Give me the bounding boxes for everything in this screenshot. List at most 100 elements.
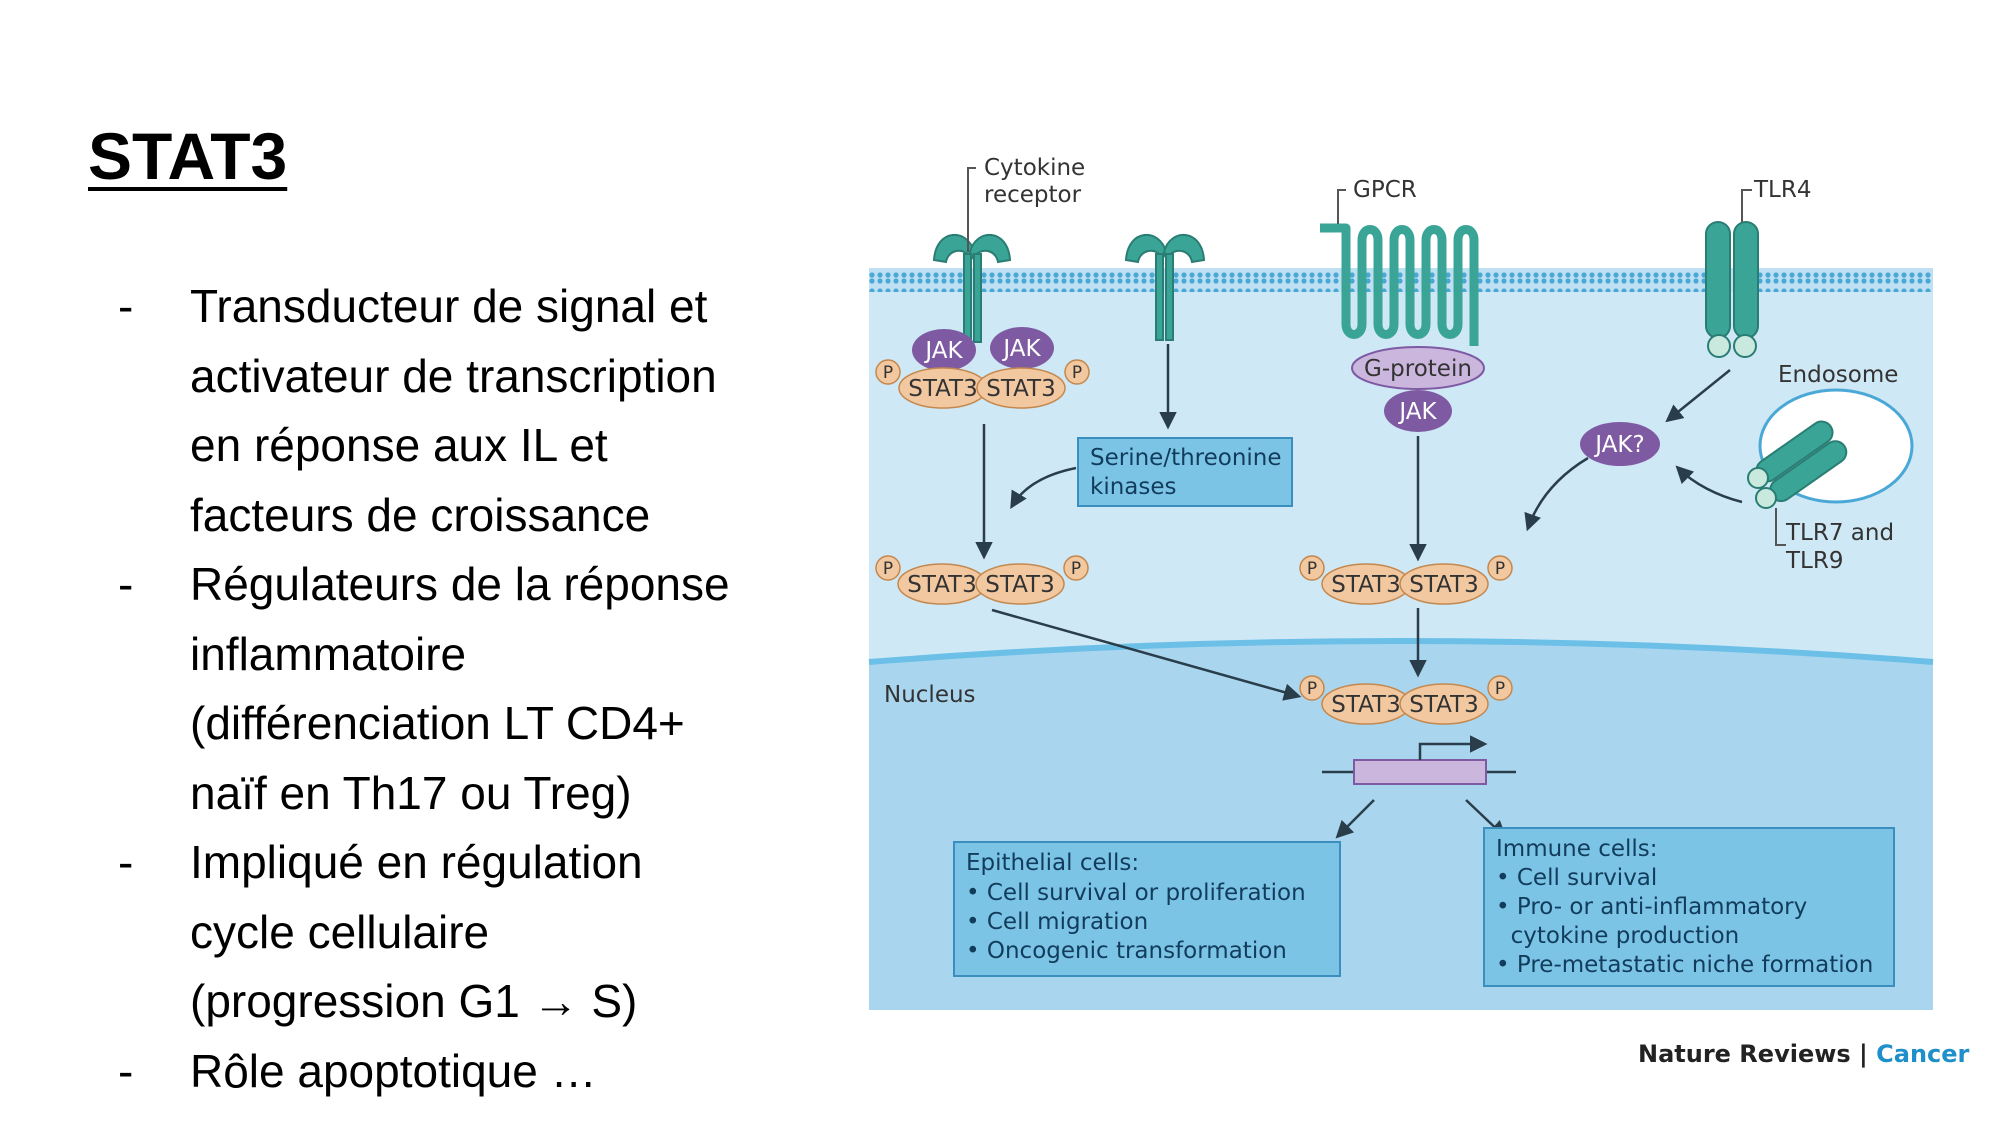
jak-node xyxy=(990,327,1054,369)
figure-credit: Nature Reviews | Cancer xyxy=(1638,1040,1969,1068)
stat3-node xyxy=(1399,563,1489,605)
tlr7-tlr9-label: TLR7 and xyxy=(1785,520,1894,546)
bullet-line: Impliqué en régulation xyxy=(190,836,643,888)
epithelial-item: • Cell survival or proliferation xyxy=(966,880,1306,906)
phospho-label: P xyxy=(1072,363,1082,383)
phospho-label: P xyxy=(883,559,893,579)
tlr7-tlr9-label: TLR9 xyxy=(1785,548,1843,574)
epithelial-cells-box xyxy=(953,841,1341,977)
bullet-dash: - xyxy=(118,280,134,332)
bullet-line: Rôle apoptotique … xyxy=(190,1044,597,1097)
epithelial-title: Epithelial cells: xyxy=(966,850,1139,876)
bullet-line: en réponse aux IL et xyxy=(190,419,608,471)
arrow xyxy=(1010,466,1077,510)
bullet-line: facteurs de croissance xyxy=(190,488,651,541)
phospho-label: P xyxy=(1071,559,1081,579)
stat3-label: STAT3 xyxy=(1331,692,1401,718)
stat3-label: STAT3 xyxy=(985,572,1055,598)
immune-item: • Cell survival xyxy=(1496,865,1657,891)
cytokine-receptor-label: receptor xyxy=(984,182,1082,208)
tlr4-label: TLR4 xyxy=(1753,177,1811,203)
receptor xyxy=(1124,234,1206,341)
tlr-ectodomain xyxy=(1747,467,1769,489)
immune-item: • Pre-metastatic niche formation xyxy=(1496,952,1873,978)
stat3-label: STAT3 xyxy=(908,376,978,402)
kinase-label: kinases xyxy=(1090,474,1177,500)
bullet-line: activateur de transcription xyxy=(190,349,717,402)
callout-line xyxy=(1337,189,1346,224)
jak-node xyxy=(1384,390,1452,432)
phospho-label: P xyxy=(1495,679,1505,699)
bullet-item: - Transducteur de signal et activateur d… xyxy=(118,272,808,550)
phospho-label: P xyxy=(1307,559,1317,579)
credit-journal: Nature Reviews xyxy=(1638,1040,1851,1068)
stat3-pathway-diagram: Cytokine receptor JAK JAK P STAT3 STAT3 … xyxy=(868,155,1934,1010)
stat3-dimer: P STAT3 STAT3 P xyxy=(875,555,1089,605)
phospho-label: P xyxy=(1307,679,1317,699)
nuclear-envelope xyxy=(868,638,1934,665)
bullet-line: (différenciation LT CD4+ xyxy=(190,697,685,749)
bullet-line: naïf en Th17 ou Treg) xyxy=(190,766,632,819)
jak-node xyxy=(912,329,976,371)
phospho-label: P xyxy=(883,363,893,383)
g-protein-label: G-protein xyxy=(1364,356,1472,382)
bullet-list: - Transducteur de signal et activateur d… xyxy=(118,272,808,1106)
jak-label: JAK xyxy=(1001,336,1041,362)
bullet-dash: - xyxy=(118,836,134,888)
epithelial-item: • Cell migration xyxy=(966,909,1148,935)
bullet-line: cycle cellulaire xyxy=(190,905,490,958)
stat3-node xyxy=(976,367,1066,409)
bullet-dash: - xyxy=(118,558,134,610)
bullet-line: inflammatoire xyxy=(190,627,467,680)
plasma-membrane xyxy=(869,268,1933,292)
kinase-label: Serine/threonine xyxy=(1090,445,1282,471)
target-gene xyxy=(1353,759,1487,785)
endosome-label: Endosome xyxy=(1778,362,1898,388)
stat3-dimer: P STAT3 STAT3 P xyxy=(1299,675,1513,725)
stat3-label: STAT3 xyxy=(1331,572,1401,598)
phospho-node xyxy=(1487,675,1513,701)
arrow xyxy=(1675,465,1743,504)
phospho-node xyxy=(875,359,901,385)
stat3-label: STAT3 xyxy=(907,572,977,598)
bullet-item: - Rôle apoptotique … xyxy=(118,1037,808,1107)
jak-label: JAK xyxy=(1397,399,1437,425)
phospho-node xyxy=(1064,359,1090,385)
bullet-line: Régulateurs de la réponse xyxy=(190,558,730,610)
phospho-node xyxy=(1063,555,1089,581)
tlr-ectodomain xyxy=(1755,487,1777,509)
bullet-dash: - xyxy=(118,1044,134,1097)
immune-title: Immune cells: xyxy=(1496,836,1658,862)
callout-line xyxy=(1741,189,1752,222)
phospho-label: P xyxy=(1495,559,1505,579)
slide-title: STAT3 xyxy=(88,119,288,193)
stat3-dimer: P STAT3 STAT3 P xyxy=(875,359,1090,409)
immune-item: • Pro- or anti-inflammatory xyxy=(1496,894,1807,920)
transcription-start-arrow xyxy=(1418,735,1488,760)
arrow xyxy=(1335,799,1375,839)
jak-question-label: JAK? xyxy=(1593,432,1644,458)
cytokine-receptor xyxy=(932,234,1012,343)
callout-line xyxy=(1775,508,1786,546)
gpcr-receptor xyxy=(1320,223,1479,346)
phospho-node xyxy=(1487,555,1513,581)
epithelial-item: • Oncogenic transformation xyxy=(966,938,1287,964)
bullet-item: - Régulateurs de la réponse inflammatoir… xyxy=(118,550,808,828)
credit-separator: | xyxy=(1850,1040,1877,1068)
phospho-node xyxy=(1299,555,1325,581)
immune-item: cytokine production xyxy=(1496,923,1739,949)
kinase-box xyxy=(1077,437,1293,507)
stat3-node xyxy=(1399,683,1489,725)
arrow xyxy=(991,608,1302,701)
arrow xyxy=(1665,369,1731,423)
stat3-dimer: P STAT3 STAT3 P xyxy=(1299,555,1513,605)
callout-line xyxy=(967,167,976,252)
phospho-node xyxy=(875,555,901,581)
nucleus-label: Nucleus xyxy=(884,682,976,708)
jak-question-node xyxy=(1580,422,1660,466)
cytokine-receptor-label: Cytokine xyxy=(984,155,1085,181)
stat3-label: STAT3 xyxy=(986,376,1056,402)
stat3-node xyxy=(975,563,1065,605)
immune-cells-box xyxy=(1483,827,1895,987)
g-protein-node xyxy=(1351,346,1485,390)
